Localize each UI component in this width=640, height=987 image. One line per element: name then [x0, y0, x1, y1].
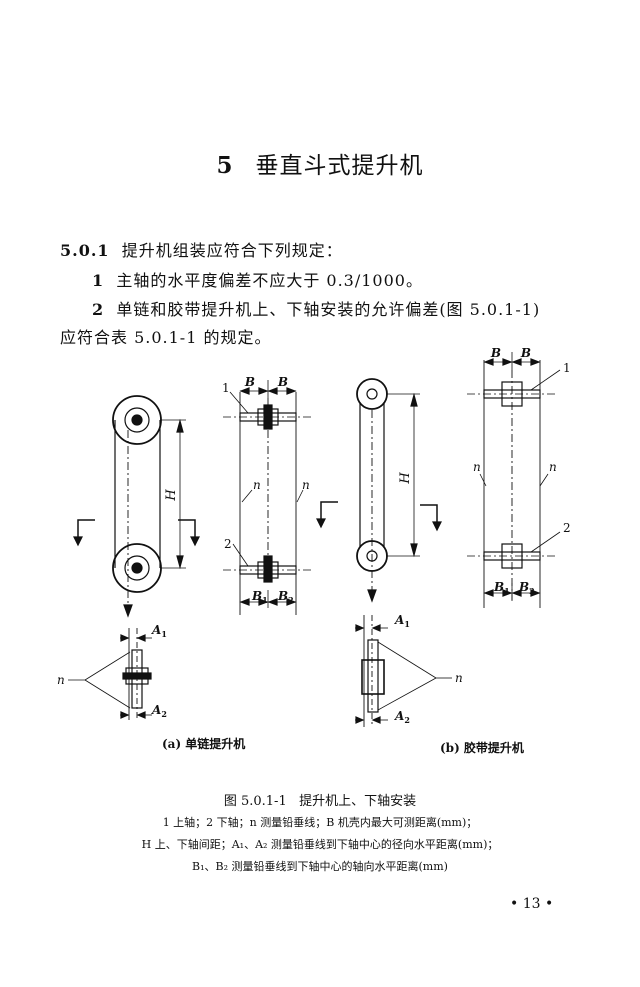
label-2-a: 2	[224, 537, 232, 551]
label-2-b: 2	[563, 521, 571, 535]
label-b-b-left: B	[490, 346, 501, 360]
label-b-a-right: B	[277, 375, 288, 389]
chapter-heading: 5 垂直斗式提升机	[0, 146, 640, 180]
figure-caption: 图 5.0.1-1 提升机上、下轴安装	[0, 790, 640, 809]
clause-text: 提升机组装应符合下列规定：	[121, 241, 343, 260]
label-n-b-left: n	[473, 460, 481, 474]
item-1-number: 1	[92, 271, 105, 290]
label-n-a-right: n	[302, 478, 310, 492]
item-2-continuation: 应符合表 5.0.1-1 的规定。	[60, 328, 272, 347]
chain-hoist-lower-shaft	[223, 555, 314, 583]
chain-hoist-lower-wheel	[112, 543, 162, 593]
label-h-b: H	[398, 472, 413, 485]
belt-hoist-upper-shaft	[467, 381, 556, 407]
label-a2-a: A2	[151, 703, 167, 719]
label-a1-a: A1	[151, 623, 167, 639]
item-2-number: 2	[92, 300, 105, 319]
label-a1-b: A1	[394, 613, 410, 629]
figure-legend-line1: 1 上轴；2 下轴；n 测量铅垂线；B 机壳内最大可测距离(mm)；	[162, 816, 478, 829]
belt-hoist-lower-shaft	[467, 543, 556, 569]
item-1-text: 主轴的水平度偏差不应大于 0.3/1000。	[116, 271, 423, 290]
chain-hoist-upper-shaft	[223, 404, 314, 430]
figure-caption-title: 提升机上、下轴安装	[299, 794, 417, 809]
item-2-text-line1: 单链和胶带提升机上、下轴安装的允许偏差(图 5.0.1-1)	[116, 300, 541, 319]
figure-legend-line2: H 上、下轴间距；A₁、A₂ 测量铅垂线到下轴中心的径向水平距离(mm)；	[141, 838, 499, 851]
clause-number: 5.0.1	[60, 241, 110, 260]
chapter-number: 5	[216, 152, 234, 179]
label-b1-b: B1	[493, 580, 510, 596]
label-b2-b: B2	[518, 580, 535, 596]
label-a2-b: A2	[394, 709, 410, 725]
label-n-a-left: n	[253, 478, 261, 492]
label-1-a: 1	[222, 381, 230, 395]
belt-hoist-upper-pulley	[356, 378, 388, 410]
label-b1-a: B1	[251, 589, 268, 605]
figure-legend-line3: B₁、B₂ 测量铅垂线到下轴中心的轴向水平距离(mm)	[192, 860, 448, 873]
belt-hoist-lower-shaft-detail	[361, 639, 385, 713]
label-n-b-detail: n	[455, 671, 463, 685]
chain-hoist-upper-wheel	[112, 395, 162, 445]
label-b-b-right: B	[520, 346, 531, 360]
item-2: 2 单链和胶带提升机上、下轴安装的允许偏差(图 5.0.1-1)	[92, 296, 540, 320]
subcaption-b: (b) 胶带提升机	[440, 740, 524, 755]
label-h-a: H	[164, 489, 179, 502]
label-n-b-right: n	[549, 460, 557, 474]
label-b-a-left: B	[244, 375, 255, 389]
clause-5-0-1: 5.0.1 提升机组装应符合下列规定：	[60, 237, 343, 261]
page-number: • 13 •	[510, 896, 554, 912]
label-b2-a: B2	[277, 589, 294, 605]
item-1: 1 主轴的水平度偏差不应大于 0.3/1000。	[92, 267, 423, 291]
subcaption-a: (a) 单链提升机	[162, 736, 245, 751]
chapter-title: 垂直斗式提升机	[255, 153, 424, 179]
chain-hoist-lower-shaft-detail	[122, 649, 152, 709]
label-n-a-detail: n	[57, 673, 65, 687]
figure-caption-number: 图 5.0.1-1	[223, 794, 287, 809]
label-1-b: 1	[563, 361, 571, 375]
